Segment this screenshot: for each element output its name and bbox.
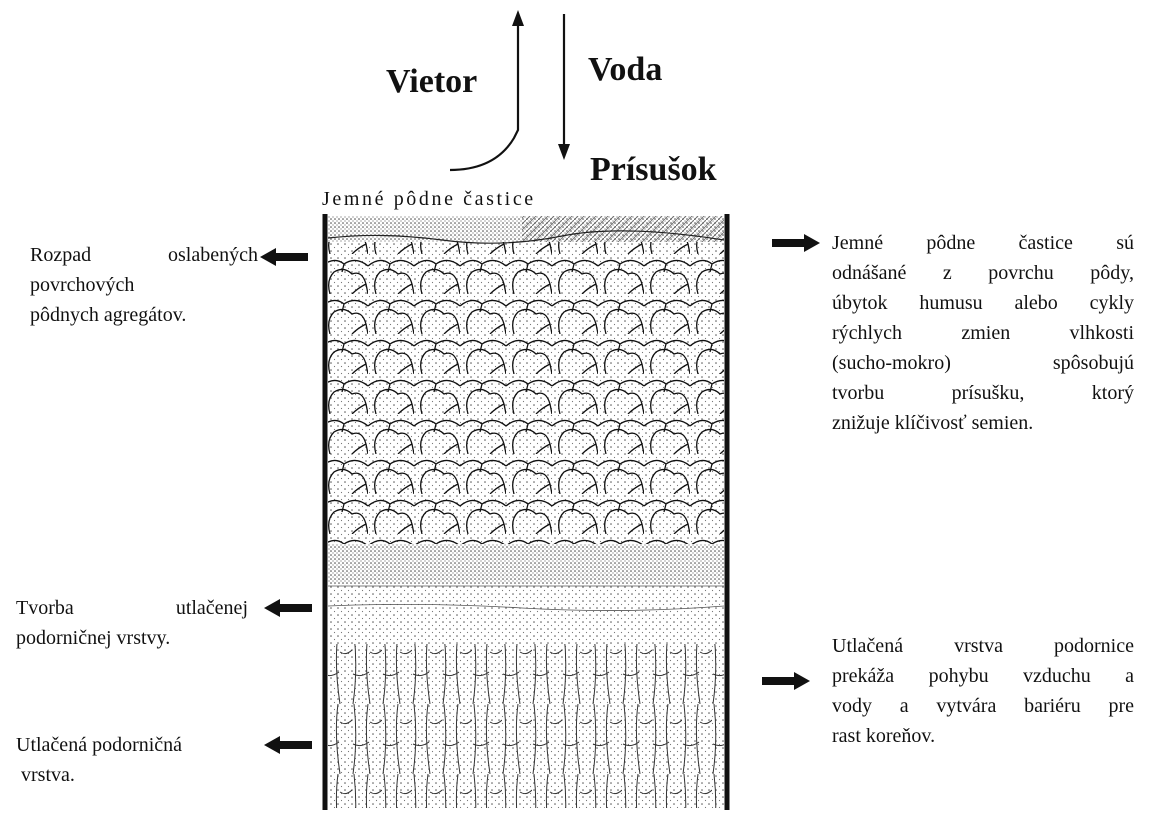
label-line: (sucho-mokro) spôsobujú xyxy=(832,348,1134,378)
label-line: tvorbu prísušku, ktorý xyxy=(832,378,1134,408)
label-line: úbytok humusu alebo cykly xyxy=(832,288,1134,318)
compacted-layer-label: Utlačená podorničná vrstva. xyxy=(16,730,256,790)
arrow-right-icon xyxy=(762,671,810,691)
label-line: Rozpad oslabených xyxy=(30,240,258,270)
label-line: znižuje klíčivosť semien. xyxy=(832,408,1134,438)
label-line: vody a vytvára bariéru pre xyxy=(832,691,1134,721)
wind-label: Vietor xyxy=(386,65,477,99)
label-line: Jemné pôdne častice sú xyxy=(832,228,1134,258)
label-line: pôdnych agregátov. xyxy=(30,300,258,330)
label-line: podorničnej vrstvy. xyxy=(16,623,248,653)
crust-effect-text: Jemné pôdne častice sú odnášané z povrch… xyxy=(832,228,1134,438)
water-arrow xyxy=(552,10,576,162)
label-line: Utlačená vrstva podornice xyxy=(832,631,1134,661)
label-line: Utlačená podorničná xyxy=(16,730,256,760)
label-line: Tvorba utlačenej xyxy=(16,593,248,623)
label-line: vrstva. xyxy=(16,760,256,790)
arrow-left-icon xyxy=(264,598,312,618)
compacted-forming-label: Tvorba utlačenej podorničnej vrstvy. xyxy=(16,593,248,653)
aggregates-label: Rozpad oslabených povrchových pôdnych ag… xyxy=(30,240,258,330)
arrow-right-icon xyxy=(772,233,820,253)
arrow-left-icon xyxy=(264,735,312,755)
label-line: prekáža pohybu vzduchu a xyxy=(832,661,1134,691)
label-line: rýchlych zmien vlhkosti xyxy=(832,318,1134,348)
soil-profile xyxy=(322,214,730,810)
label-line: rast koreňov. xyxy=(832,721,1134,751)
label-line: povrchových xyxy=(30,270,258,300)
arrow-left-icon xyxy=(260,247,308,267)
water-label: Voda xyxy=(588,53,662,87)
crust-label: Prísušok xyxy=(590,153,717,187)
label-line: odnášané z povrchu pôdy, xyxy=(832,258,1134,288)
barrier-effect-text: Utlačená vrstva podornice prekáža pohybu… xyxy=(832,631,1134,751)
fine-particles-label: Jemné pôdne častice xyxy=(322,188,536,211)
